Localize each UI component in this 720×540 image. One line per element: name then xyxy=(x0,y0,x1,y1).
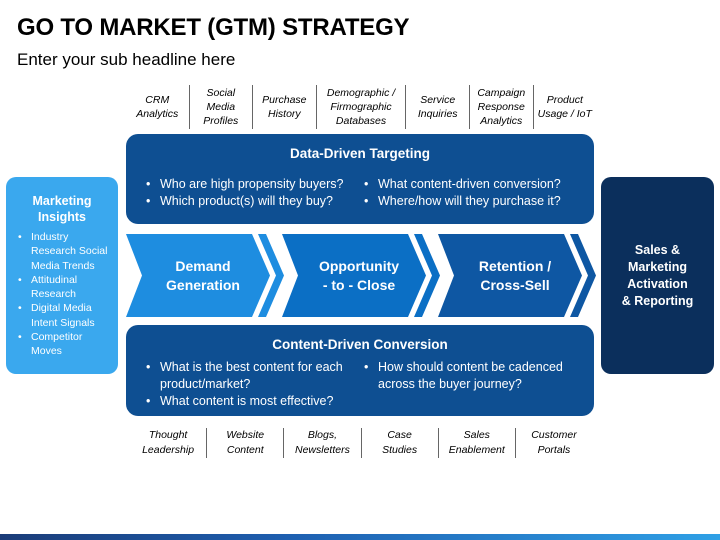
page-title: GO TO MARKET (GTM) STRATEGY xyxy=(17,14,410,41)
list-item: Attitudinal Research xyxy=(18,273,114,302)
output-blogs-newsletters: Blogs,Newsletters xyxy=(283,428,360,458)
chevron-arrow-icon xyxy=(438,234,596,317)
content-driven-conversion-title: Content-Driven Conversion xyxy=(272,337,448,352)
page-subtitle: Enter your sub headline here xyxy=(17,50,236,69)
stage-label-line: - to - Close xyxy=(322,276,396,293)
marketing-insights-title: Marketing Insights xyxy=(32,194,92,224)
stage-label-line: Cross-Sell xyxy=(480,276,550,293)
chevron-arrow-icon xyxy=(282,234,440,317)
list-item: Who are high propensity buyers? xyxy=(144,176,349,193)
content-driven-list-left: What is the best content for each produc… xyxy=(144,359,349,410)
stage-label-line: Generation xyxy=(166,276,240,293)
list-item: Industry Research Social Media Trends xyxy=(18,230,114,273)
footer-accent-bar xyxy=(0,534,720,540)
content-driven-list-right: How should content be cadenced across th… xyxy=(362,359,572,393)
list-item: What content is most effective? xyxy=(144,393,349,410)
sales-marketing-label: Sales & Marketing Activation & Reporting xyxy=(621,242,694,308)
list-item: Which product(s) will they buy? xyxy=(144,193,349,210)
stage-label-line: Opportunity xyxy=(318,257,400,274)
stage-label-line: Retention / xyxy=(478,257,552,274)
stage-label-line: Demand xyxy=(175,257,231,274)
list-item: Where/how will they purchase it? xyxy=(362,193,587,210)
stage-retention-cross-sell: Retention / Cross-Sell xyxy=(438,234,596,317)
list-item: What content-driven conversion? xyxy=(362,176,587,193)
marketing-insights-list: Industry Research Social Media Trends At… xyxy=(6,230,118,359)
list-item: Digital Media Intent Signals xyxy=(18,301,114,330)
content-driven-conversion-box: Content-Driven Conversion What is the be… xyxy=(126,325,594,416)
list-item: How should content be cadenced across th… xyxy=(362,359,572,393)
chevron-arrow-icon xyxy=(126,234,284,317)
data-driven-list-left: Who are high propensity buyers? Which pr… xyxy=(144,176,349,210)
stage-opportunity-to-close: Opportunity - to - Close xyxy=(282,234,440,317)
list-item: What is the best content for each produc… xyxy=(144,359,349,393)
list-item: Competitor Moves xyxy=(18,330,114,359)
marketing-insights-panel: Marketing Insights Industry Research Soc… xyxy=(6,177,118,374)
sales-marketing-panel: Sales & Marketing Activation & Reporting xyxy=(601,177,714,374)
data-driven-targeting-title: Data-Driven Targeting xyxy=(289,146,431,161)
data-driven-targeting-box: Data-Driven Targeting Who are high prope… xyxy=(126,134,594,224)
data-driven-list-right: What content-driven conversion? Where/ho… xyxy=(362,176,587,210)
